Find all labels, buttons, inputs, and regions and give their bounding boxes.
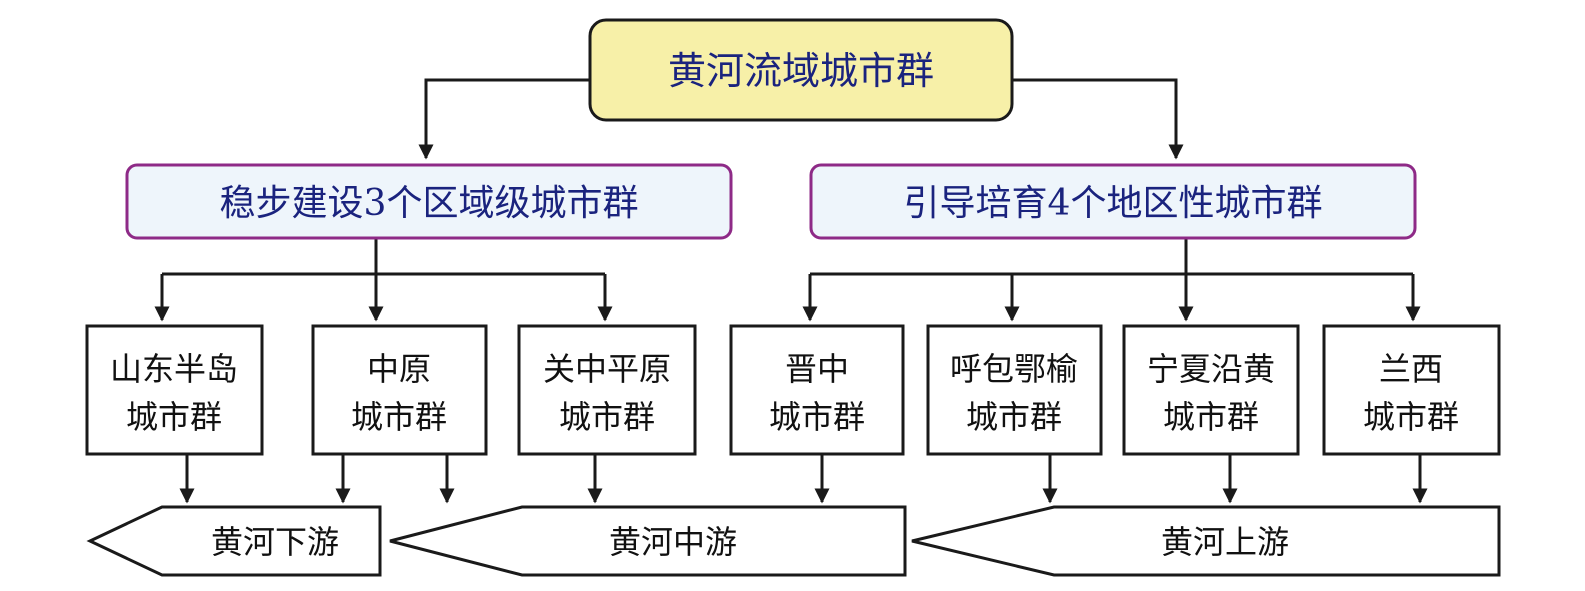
root-connectors [418,78,1184,160]
member-line2: 城市群 [1163,398,1259,436]
member-line2: 城市群 [769,398,865,436]
member-node-hubaoeyu: 呼包鄂榆 城市群 [926,324,1103,456]
root-node: 黄河流域城市群 [588,18,1014,122]
member-line1: 山东半岛 [110,350,238,388]
group-label-local: 引导培育4个地区性城市群 [904,183,1323,224]
member-node-ningxia: 宁夏沿黄 城市群 [1122,324,1300,456]
root-to-right-arrow [1012,78,1184,160]
reach-label-lower: 黄河下游 [211,523,339,561]
member-line1: 晋中 [785,350,849,388]
right-group-connectors [802,238,1421,322]
member-node-shandong: 山东半岛 城市群 [85,324,264,456]
root-label: 黄河流域城市群 [668,49,934,93]
group-node-local: 引导培育4个地区性城市群 [809,163,1417,240]
reach-band-lower: 黄河下游 [86,505,382,577]
root-to-left-arrow [418,78,590,160]
member-line2: 城市群 [1363,398,1459,436]
member-line1: 中原 [367,350,431,388]
group-node-regional: 稳步建设3个区域级城市群 [125,163,733,240]
member-line1: 兰西 [1379,350,1443,388]
reach-connectors [179,455,1428,504]
member-line2: 城市群 [966,398,1062,436]
left-group-connectors [154,238,613,322]
member-line1: 关中平原 [543,350,671,388]
reach-band-middle: 黄河中游 [389,505,907,577]
reach-band-upper: 黄河上游 [911,505,1501,577]
group-label-regional: 稳步建设3个区域级城市群 [220,183,639,224]
member-line2: 城市群 [559,398,655,436]
reach-label-upper: 黄河上游 [1161,523,1289,561]
member-node-guanzhong: 关中平原 城市群 [517,324,697,456]
member-line1: 呼包鄂榆 [950,350,1078,388]
member-node-lanxi: 兰西 城市群 [1322,324,1501,456]
member-line1: 宁夏沿黄 [1147,350,1275,388]
reach-label-middle: 黄河中游 [609,523,737,561]
member-line2: 城市群 [351,398,447,436]
member-node-zhongyuan: 中原 城市群 [311,324,488,456]
member-line2: 城市群 [126,398,222,436]
member-node-jinzhong: 晋中 城市群 [729,324,905,456]
